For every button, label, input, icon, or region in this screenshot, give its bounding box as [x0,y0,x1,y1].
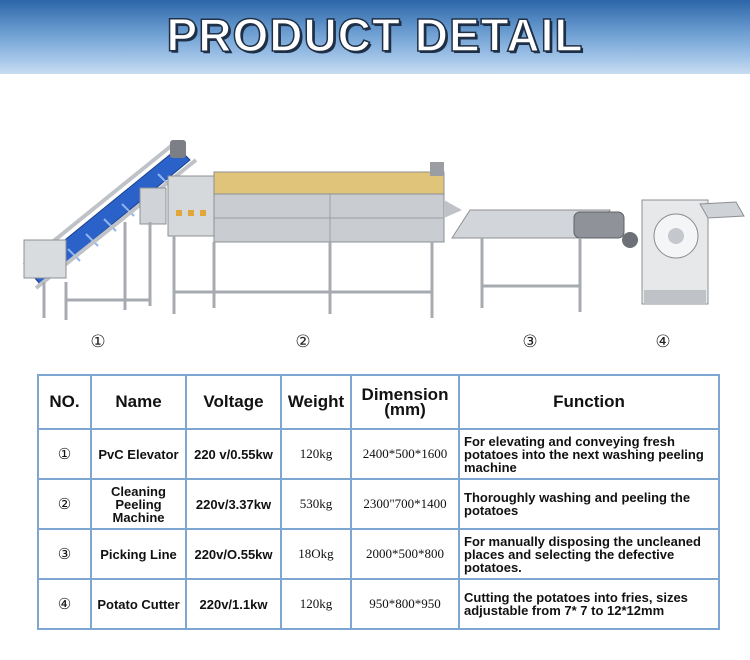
title-banner: PRODUCT DETAIL [0,0,750,74]
cell-voltage: 220v/O.55kw [185,528,282,580]
machine-number-4: ④ [655,332,671,352]
picking-line-icon [451,209,638,312]
cell-name: Potato Cutter [90,578,187,630]
cell-dimension: 2300"700*1400 [350,478,460,530]
pvc-elevator-icon [22,140,198,320]
cell-dimension: 950*800*950 [350,578,460,630]
cell-weight: 530kg [280,478,352,530]
table-row: ③ Picking Line 220v/O.55kw 18Okg 2000*50… [37,528,720,580]
production-line-image [22,140,745,320]
cell-no: ② [37,478,92,530]
cell-voltage: 220v/1.1kw [185,578,282,630]
table-row: ① PvC Elevator 220 v/0.55kw 120kg 2400*5… [37,428,720,480]
cell-name: PvC Elevator [90,428,187,480]
header-name: Name [90,374,187,430]
header-dimension: Dimension(mm) [350,374,460,430]
cell-no: ① [37,428,92,480]
cell-voltage: 220v/3.37kw [185,478,282,530]
header-no: NO. [37,374,92,430]
cell-weight: 18Okg [280,528,352,580]
cell-weight: 120kg [280,578,352,630]
cell-weight: 120kg [280,428,352,480]
cell-no: ③ [37,528,92,580]
potato-cutter-icon [641,199,745,305]
header-weight: Weight [280,374,352,430]
spec-table: NO. Name Voltage Weight Dimension(mm) Fu… [37,374,720,630]
cell-function: Cutting the potatoes into fries, sizes a… [458,578,720,630]
cell-dimension: 2000*500*800 [350,528,460,580]
table-header-row: NO. Name Voltage Weight Dimension(mm) Fu… [37,374,720,430]
header-dimension-unit: (mm) [384,400,426,419]
cell-no: ④ [37,578,92,630]
cell-voltage: 220 v/0.55kw [185,428,282,480]
machine-number-2: ② [295,332,311,352]
header-function: Function [458,374,720,430]
header-voltage: Voltage [185,374,282,430]
cell-function: Thoroughly washing and peeling the potat… [458,478,720,530]
cell-function: For manually disposing the uncleaned pla… [458,528,720,580]
cell-name: Cleaning Peeling Machine [90,478,187,530]
table-row: ④ Potato Cutter 220v/1.1kw 120kg 950*800… [37,578,720,630]
table-row: ② Cleaning Peeling Machine 220v/3.37kw 5… [37,478,720,530]
header-dimension-label: Dimension [361,385,449,404]
cell-function: For elevating and conveying fresh potato… [458,428,720,480]
machine-number-1: ① [90,332,106,352]
machine-number-3: ③ [522,332,538,352]
cell-name: Picking Line [90,528,187,580]
cleaning-peeling-machine-icon [167,162,462,318]
page-title: PRODUCT DETAIL [166,8,584,62]
cell-dimension: 2400*500*1600 [350,428,460,480]
